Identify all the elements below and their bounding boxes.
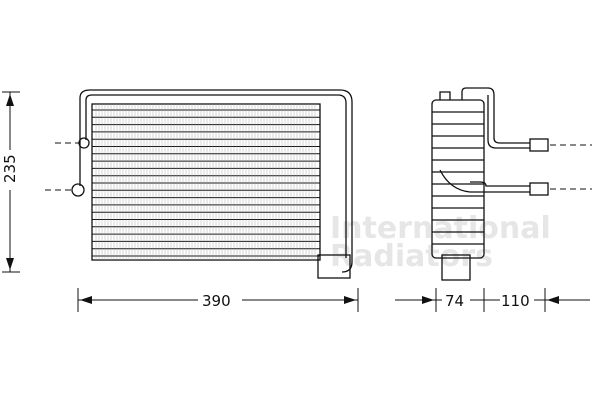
- inlet-pipe: [79, 108, 87, 186]
- side-tab: [441, 254, 471, 281]
- width-label: 390: [202, 292, 231, 310]
- watermark-line1: International: [330, 211, 551, 246]
- side-fitting-lower: [529, 182, 549, 196]
- height-label: 235: [1, 154, 19, 183]
- core: [91, 103, 321, 261]
- inner-pipe: [85, 94, 347, 258]
- dimension-height: 235: [0, 91, 20, 273]
- side-pipe-bend: [439, 169, 471, 193]
- side-view: [431, 87, 592, 281]
- depth-core-label: 74: [445, 292, 464, 310]
- watermark-line2: Radiators: [330, 239, 493, 274]
- side-pipe-upper: [461, 87, 530, 149]
- side-fitting-upper: [529, 138, 549, 152]
- core-fins: [92, 104, 320, 260]
- dimension-depth: 74 110: [395, 288, 590, 312]
- side-core: [431, 99, 485, 259]
- front-view: [45, 89, 353, 279]
- side-fins: [432, 111, 484, 245]
- watermark: International Radiators: [330, 211, 551, 274]
- depth-pipes-label: 110: [501, 292, 530, 310]
- side-pipe-lower: [470, 181, 530, 193]
- fitting-lower: [71, 183, 85, 197]
- dimension-width: 390: [77, 288, 359, 312]
- bottom-tab: [317, 254, 351, 279]
- side-top-fitting: [439, 91, 451, 100]
